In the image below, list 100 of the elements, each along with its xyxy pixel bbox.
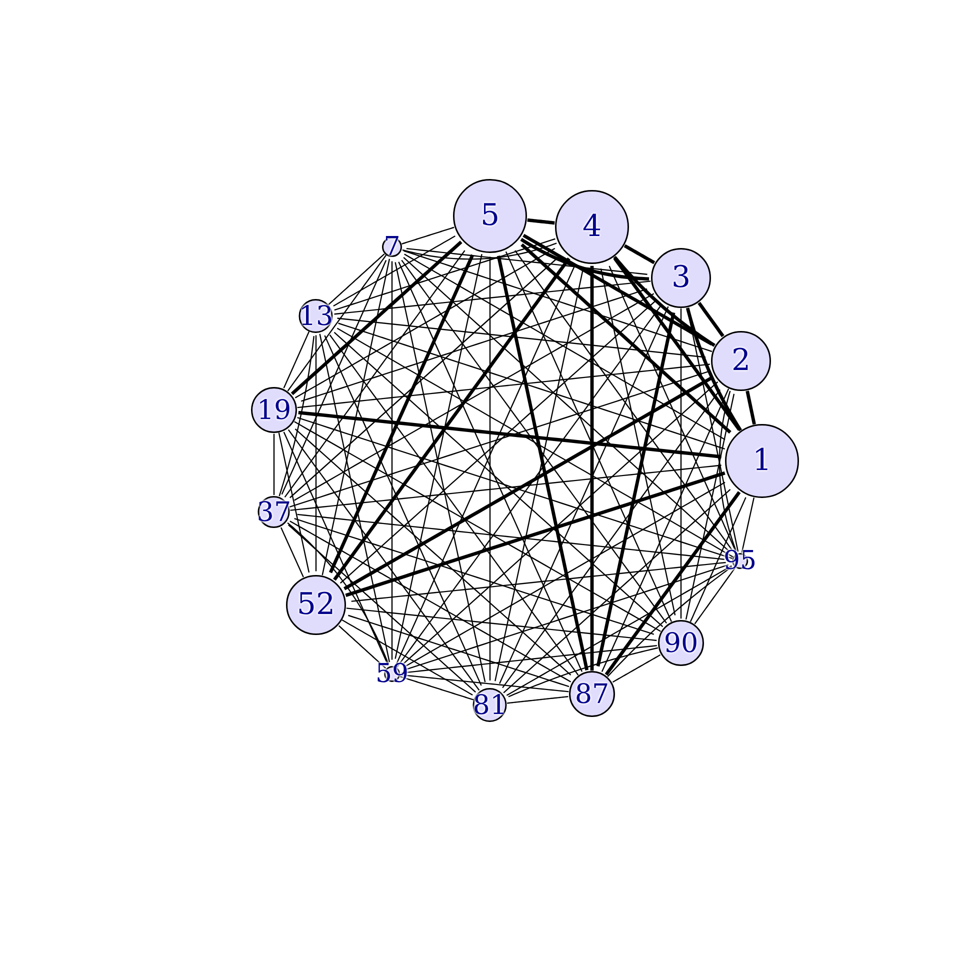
network-node [251, 387, 297, 433]
node-label: 4 [582, 212, 602, 242]
edge-line [502, 389, 721, 688]
edge-line [334, 280, 651, 315]
edge-line [624, 244, 656, 264]
edge-line [337, 318, 706, 358]
edge-line [322, 258, 390, 576]
edge-line [508, 647, 658, 698]
edge-line [505, 251, 672, 622]
edge-line [520, 243, 732, 434]
edge-line [685, 394, 735, 620]
edge-line [287, 254, 387, 392]
edge-line [680, 308, 682, 619]
edge-line [345, 471, 726, 598]
edge-line [348, 614, 570, 688]
edge-line [612, 654, 661, 683]
edge-line [690, 497, 746, 622]
node-label: 1 [752, 446, 772, 476]
edge-line [404, 254, 726, 440]
edge-line [315, 335, 317, 572]
edge-line [280, 527, 304, 578]
network-node [453, 179, 527, 253]
edge-line [324, 335, 482, 686]
network-node [725, 424, 799, 498]
edge-line [283, 331, 310, 388]
network-node [711, 331, 771, 391]
edge-line [506, 696, 568, 704]
edge-line [499, 306, 669, 684]
edge-line [489, 256, 491, 681]
edge-line [297, 514, 725, 560]
edge-line [520, 238, 650, 281]
network-node [651, 248, 711, 308]
edge-line [600, 268, 676, 616]
edge-line [319, 334, 390, 662]
node-label: 87 [574, 680, 610, 708]
network-node [658, 620, 704, 666]
edge-line [613, 256, 716, 347]
node-label: 19 [256, 396, 292, 424]
edge-line [527, 218, 555, 225]
edge-line [401, 260, 668, 624]
edge-line [290, 520, 572, 682]
node-label: 52 [296, 590, 336, 620]
edge-line [402, 242, 557, 260]
edge-line [343, 376, 714, 590]
edge-line [406, 248, 648, 275]
edge-line [289, 370, 710, 508]
edge-line [288, 524, 476, 693]
edge-line [298, 410, 722, 458]
edge-line [333, 258, 570, 581]
edge-line [601, 388, 730, 672]
edge-line [288, 429, 480, 691]
edge-line [402, 226, 454, 244]
edge-line [338, 322, 726, 450]
edge-line [403, 250, 712, 352]
node-label: 81 [472, 692, 508, 718]
edge-line [273, 434, 275, 495]
network-node [555, 190, 629, 264]
edge-line [503, 489, 731, 694]
edge-line [604, 491, 741, 676]
node-label: 3 [671, 263, 691, 293]
edge-line [342, 619, 473, 696]
edge-line [351, 562, 726, 602]
node-label: 2 [731, 346, 751, 376]
edge-line [334, 332, 664, 628]
edge-line [391, 261, 393, 660]
edge-line [278, 432, 310, 573]
edge-line [613, 257, 741, 431]
edge-line [294, 518, 654, 635]
edge-line [290, 255, 561, 498]
edge-line [329, 334, 579, 676]
network-node [569, 671, 615, 717]
edge-line [328, 254, 474, 574]
edge-line [403, 381, 718, 664]
edge-line [596, 312, 676, 667]
edge-line [328, 253, 385, 305]
edge-line [334, 238, 556, 311]
node-label: 7 [384, 234, 400, 260]
edge-line [346, 608, 657, 642]
edge-line [333, 235, 456, 307]
edge-line [336, 328, 734, 558]
edge-line [522, 234, 713, 346]
edge-line [290, 240, 462, 396]
node-label: 90 [664, 630, 698, 656]
edge-line [297, 364, 710, 408]
edge-line [698, 302, 724, 338]
edge-line [284, 250, 466, 498]
edge-line [281, 260, 387, 495]
edge-line [294, 248, 556, 398]
edge-line [340, 299, 658, 584]
node-label: 5 [480, 201, 500, 231]
edge-line [746, 390, 756, 425]
edge-line [278, 336, 314, 496]
edge-line [294, 421, 661, 632]
network-node [286, 575, 346, 635]
edge-line [290, 464, 722, 511]
edge-line [300, 288, 648, 402]
edge-line [686, 308, 742, 432]
edge-line [294, 428, 572, 676]
edge-line [590, 266, 594, 671]
edge-line [294, 293, 654, 501]
